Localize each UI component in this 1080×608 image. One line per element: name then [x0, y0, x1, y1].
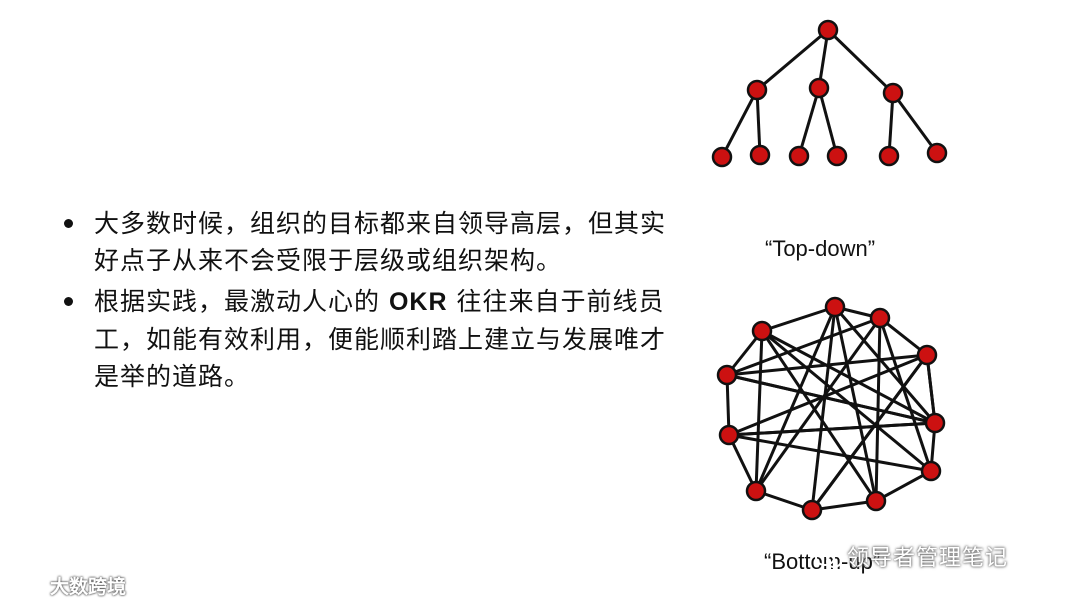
tree-node [882, 82, 904, 104]
network-edge [726, 353, 928, 377]
network-edge [760, 330, 878, 502]
tree-edge [826, 28, 895, 95]
tree-node [788, 145, 810, 167]
network-node [824, 296, 846, 318]
tree-node [926, 142, 948, 164]
tree-node [749, 144, 771, 166]
tree-node [878, 145, 900, 167]
network-edge [811, 499, 877, 512]
network-edge [754, 306, 837, 492]
tree-node [711, 146, 733, 168]
tree-node [817, 19, 839, 41]
network-edge [728, 421, 936, 437]
network-node [745, 480, 767, 502]
top-down-tree [711, 19, 948, 168]
network-edge [728, 353, 928, 437]
bullet-item-2: 根据实践，最激动人心的 OKR 往往来自于前线员工，如能有效利用，便能顺利踏上建… [62, 283, 682, 395]
bullet-text-okr: OKR [388, 288, 448, 316]
bullet-text-after: 往往来自于前线员工，如能有效利用，便能顺利踏上建立与发展唯才是举的道路。 [94, 287, 667, 391]
tree-node [808, 77, 830, 99]
tree-edge [887, 92, 895, 157]
network-node [920, 460, 942, 482]
tree-edge [817, 87, 839, 157]
network-edge [727, 434, 758, 492]
network-edge [761, 305, 836, 333]
network-node [751, 320, 773, 342]
network-node [801, 499, 823, 521]
tree-edge [756, 28, 829, 92]
network-edge [878, 317, 933, 472]
network-edge [726, 316, 881, 377]
watermark-left: 大数跨境 [10, 572, 126, 599]
network-edge [833, 306, 937, 424]
tree-edge [720, 89, 759, 158]
tree-edge [797, 87, 821, 157]
bullet-text-before: 根据实践，最激动人心的 [94, 287, 389, 316]
watermark-left-text: 大数跨境 [50, 576, 127, 598]
tree-edge [755, 89, 762, 156]
network-edge [810, 306, 837, 511]
bullet-text: 大多数时候，组织的目标都来自领导高层，但其实好点子从来不会受限于层级或组织架构。 [94, 209, 667, 275]
brand-logo-icon [10, 579, 43, 596]
bullet-item-1: 大多数时候，组织的目标都来自领导高层，但其实好点子从来不会受限于层级或组织架构。 [62, 205, 682, 279]
bullet-dot-icon [64, 219, 73, 228]
network-node [869, 307, 891, 329]
watermark-right-text: 领导者管理笔记 [847, 546, 1009, 571]
network-node [924, 412, 946, 434]
network-edge [925, 354, 937, 424]
bottom-up-caption: “Bottom-up” [764, 549, 881, 574]
tree-node [746, 79, 768, 101]
bottom-up-network [716, 296, 946, 521]
diagram-canvas [711, 19, 948, 521]
watermark-right: 领导者管理笔记 [815, 540, 1008, 572]
tree-edge [891, 92, 939, 154]
network-edge [875, 469, 932, 503]
network-node [718, 424, 740, 446]
network-node [865, 490, 887, 512]
bullet-dot-icon [64, 297, 73, 306]
network-edge [754, 317, 882, 492]
network-node [916, 344, 938, 366]
bullet-list: 大多数时候，组织的目标都来自领导高层，但其实好点子从来不会受限于层级或组织架构。… [62, 205, 682, 399]
network-edge [761, 329, 932, 473]
network-edge [726, 373, 936, 425]
network-edge [810, 354, 929, 511]
network-edge [728, 433, 932, 473]
wechat-logo-icon [815, 550, 842, 568]
network-node [716, 364, 738, 386]
network-edge [754, 330, 764, 492]
top-down-caption: “Top-down” [765, 236, 876, 261]
tree-node [826, 145, 848, 167]
